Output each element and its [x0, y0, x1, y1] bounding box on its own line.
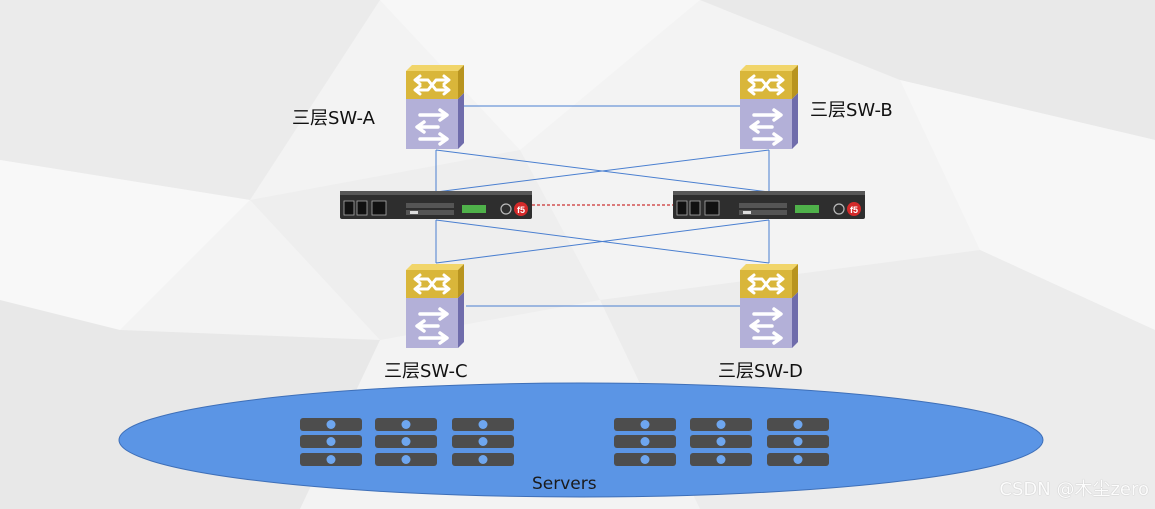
- server-group-2-icon[interactable]: [375, 418, 437, 466]
- server-group-6-icon[interactable]: [767, 418, 829, 466]
- links: [435, 105, 770, 307]
- server-pool-ellipse[interactable]: [118, 382, 1044, 498]
- switch-a-icon[interactable]: [404, 63, 466, 151]
- link-lbright-swc: [435, 219, 770, 264]
- watermark: CSDN @木尘zero: [999, 479, 1149, 500]
- load-balancer-left-icon[interactable]: [339, 190, 533, 220]
- load-balancer-right-icon[interactable]: [672, 190, 866, 220]
- switch-c-label: 三层SW-C: [384, 361, 468, 382]
- server-group-5-icon[interactable]: [690, 418, 752, 466]
- switch-a-label: 三层SW-A: [292, 108, 375, 129]
- server-pool-label: Servers: [532, 474, 597, 494]
- server-group-3-icon[interactable]: [452, 418, 514, 466]
- switch-d-label: 三层SW-D: [718, 361, 803, 382]
- switch-b-icon[interactable]: [738, 63, 800, 151]
- switch-d-icon[interactable]: [738, 262, 800, 350]
- switch-c-icon[interactable]: [404, 262, 466, 350]
- server-group-1-icon[interactable]: [300, 418, 362, 466]
- switch-b-label: 三层SW-B: [810, 100, 893, 121]
- link-swb-lbleft: [435, 149, 770, 193]
- server-group-4-icon[interactable]: [614, 418, 676, 466]
